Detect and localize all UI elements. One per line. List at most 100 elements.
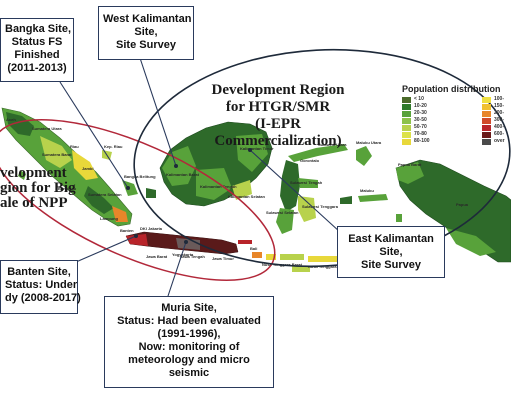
- banten-leader-line: [75, 235, 137, 263]
- legend-swatch: [482, 111, 491, 117]
- callout-line: Banten Site,: [7, 266, 71, 278]
- east-kalimantan-site-marker: [248, 148, 252, 152]
- place-label: Sulawesi Tengah: [290, 180, 323, 185]
- place-label: Maluku: [360, 188, 374, 193]
- legend-label: 150-: [494, 103, 505, 109]
- npp-title-line: gion for Big: [0, 180, 76, 196]
- callout-line: Site Survey: [116, 39, 176, 51]
- callout-line: East Kalimantan: [348, 233, 434, 245]
- sumba-island: [292, 266, 310, 272]
- sumatra-south: [84, 186, 114, 214]
- legend-swatch: [402, 111, 411, 117]
- legend-label: 400-: [494, 124, 505, 130]
- banten-site-callout: Banten Site, Status: Under dy (2008-2017…: [0, 260, 81, 314]
- papua-island: [395, 159, 511, 263]
- callout-line: West Kalimantan: [103, 13, 192, 25]
- sulawesi-southeast: [298, 196, 316, 222]
- lampung-region: [112, 206, 128, 222]
- place-label: Sulawesi Selatan: [266, 210, 299, 215]
- east-kalimantan-leader-line: [249, 149, 341, 233]
- banten-site-marker: [134, 234, 138, 238]
- west-kalimantan-leader-line: [139, 57, 177, 167]
- legend-label: 300-: [494, 117, 505, 123]
- place-label: Kalimantan Selatan: [228, 194, 265, 199]
- legend-label: 50-70: [414, 124, 427, 130]
- maluku-islands: [340, 146, 402, 222]
- htgr-region-title: Development Region for HTGR/SMR (I-EPR C…: [183, 82, 373, 150]
- callout-line: Muria Site,: [161, 302, 217, 314]
- callout-line: Site,: [379, 246, 403, 258]
- seram-island: [358, 194, 388, 202]
- kalimantan-central: [196, 168, 232, 200]
- muria-site-marker: [184, 240, 188, 244]
- java-island: [125, 231, 252, 255]
- place-label: Aceh: [6, 117, 16, 122]
- place-label: Gorontalo: [300, 158, 320, 163]
- place-label: Jawa Barat: [146, 254, 168, 259]
- legend-swatch: [482, 104, 491, 110]
- east-kalimantan-callout: East Kalimantan Site, Site Survey: [337, 226, 445, 278]
- place-label: Jambi: [82, 166, 94, 171]
- legend-label: 600-: [494, 131, 505, 137]
- place-label: Kalimantan Barat: [166, 172, 200, 177]
- place-label: Jawa Timur: [212, 256, 234, 261]
- legend-swatch: [402, 125, 411, 131]
- callout-line: Status: Under: [5, 279, 78, 291]
- legend-swatch: [482, 139, 491, 145]
- legend-label: 80-100: [414, 138, 430, 144]
- place-label: Kep. Riau: [104, 144, 123, 149]
- place-label: Kalimantan Timur: [240, 146, 274, 151]
- legend-swatch: [482, 125, 491, 131]
- west-kalimantan-site-marker: [174, 164, 178, 168]
- npp-region-title: velopment gion for Big ale of NPP: [0, 166, 96, 211]
- callout-line: meteorology and micro: [128, 354, 250, 366]
- legend-swatch: [402, 139, 411, 145]
- papua-bird-head: [396, 162, 424, 184]
- callout-line: Now: monitoring of: [138, 341, 240, 353]
- legend-label: over: [494, 138, 505, 144]
- place-label: Bangka Belitung: [124, 174, 156, 179]
- npp-region-ellipse: [0, 119, 276, 281]
- legend-swatch: [402, 118, 411, 124]
- sumatra-north: [6, 112, 34, 136]
- legend-label: 100-: [494, 96, 505, 102]
- halmahera-island: [356, 146, 372, 166]
- callout-line: dy (2008-2017): [5, 292, 81, 304]
- place-label: Sulawesi Tenggara: [302, 204, 339, 209]
- bangka-site-marker: [126, 186, 130, 190]
- sulawesi-island: [276, 144, 348, 234]
- callout-line: seismic: [168, 367, 210, 379]
- legend-label: 30-50: [414, 117, 427, 123]
- place-label: Bengkulu: [58, 186, 77, 191]
- callout-line: Status FS: [11, 36, 63, 48]
- place-label: Sumatera Utara: [32, 126, 62, 131]
- place-label: Maluku Utara: [356, 140, 382, 145]
- place-label: Riau: [70, 144, 79, 149]
- callout-line: Bangka Site,: [5, 23, 72, 35]
- place-label: Bali: [250, 246, 257, 251]
- legend-swatch: [402, 132, 411, 138]
- legend-swatch: [482, 97, 491, 103]
- place-label: Papua: [456, 202, 469, 207]
- callout-line: Status: Had been evaluated: [117, 315, 261, 327]
- muria-leader-line: [167, 241, 187, 297]
- sumatra-central: [40, 136, 72, 168]
- kalimantan-south: [232, 180, 252, 200]
- legend-swatch: [482, 132, 491, 138]
- callout-line: (2011-2013): [7, 62, 67, 74]
- place-label: Sumatera Barat: [42, 152, 72, 157]
- sulawesi-east-arm: [298, 178, 318, 188]
- mentawai-islands: [18, 170, 26, 180]
- npp-title-line: ale of NPP: [0, 195, 68, 211]
- htgr-region-ellipse: [133, 48, 511, 268]
- sulawesi-north-arm: [288, 144, 348, 162]
- kei-islands: [396, 214, 402, 222]
- place-label: Sumatera Selatan: [88, 192, 122, 197]
- callout-line: Site Survey: [361, 259, 421, 271]
- belitung-island: [146, 188, 156, 198]
- legend-swatch: [402, 104, 411, 110]
- legend-label: 20-30: [414, 110, 427, 116]
- buru-island: [340, 196, 352, 204]
- muria-site-callout: Muria Site, Status: Had been evaluated (…: [104, 296, 274, 388]
